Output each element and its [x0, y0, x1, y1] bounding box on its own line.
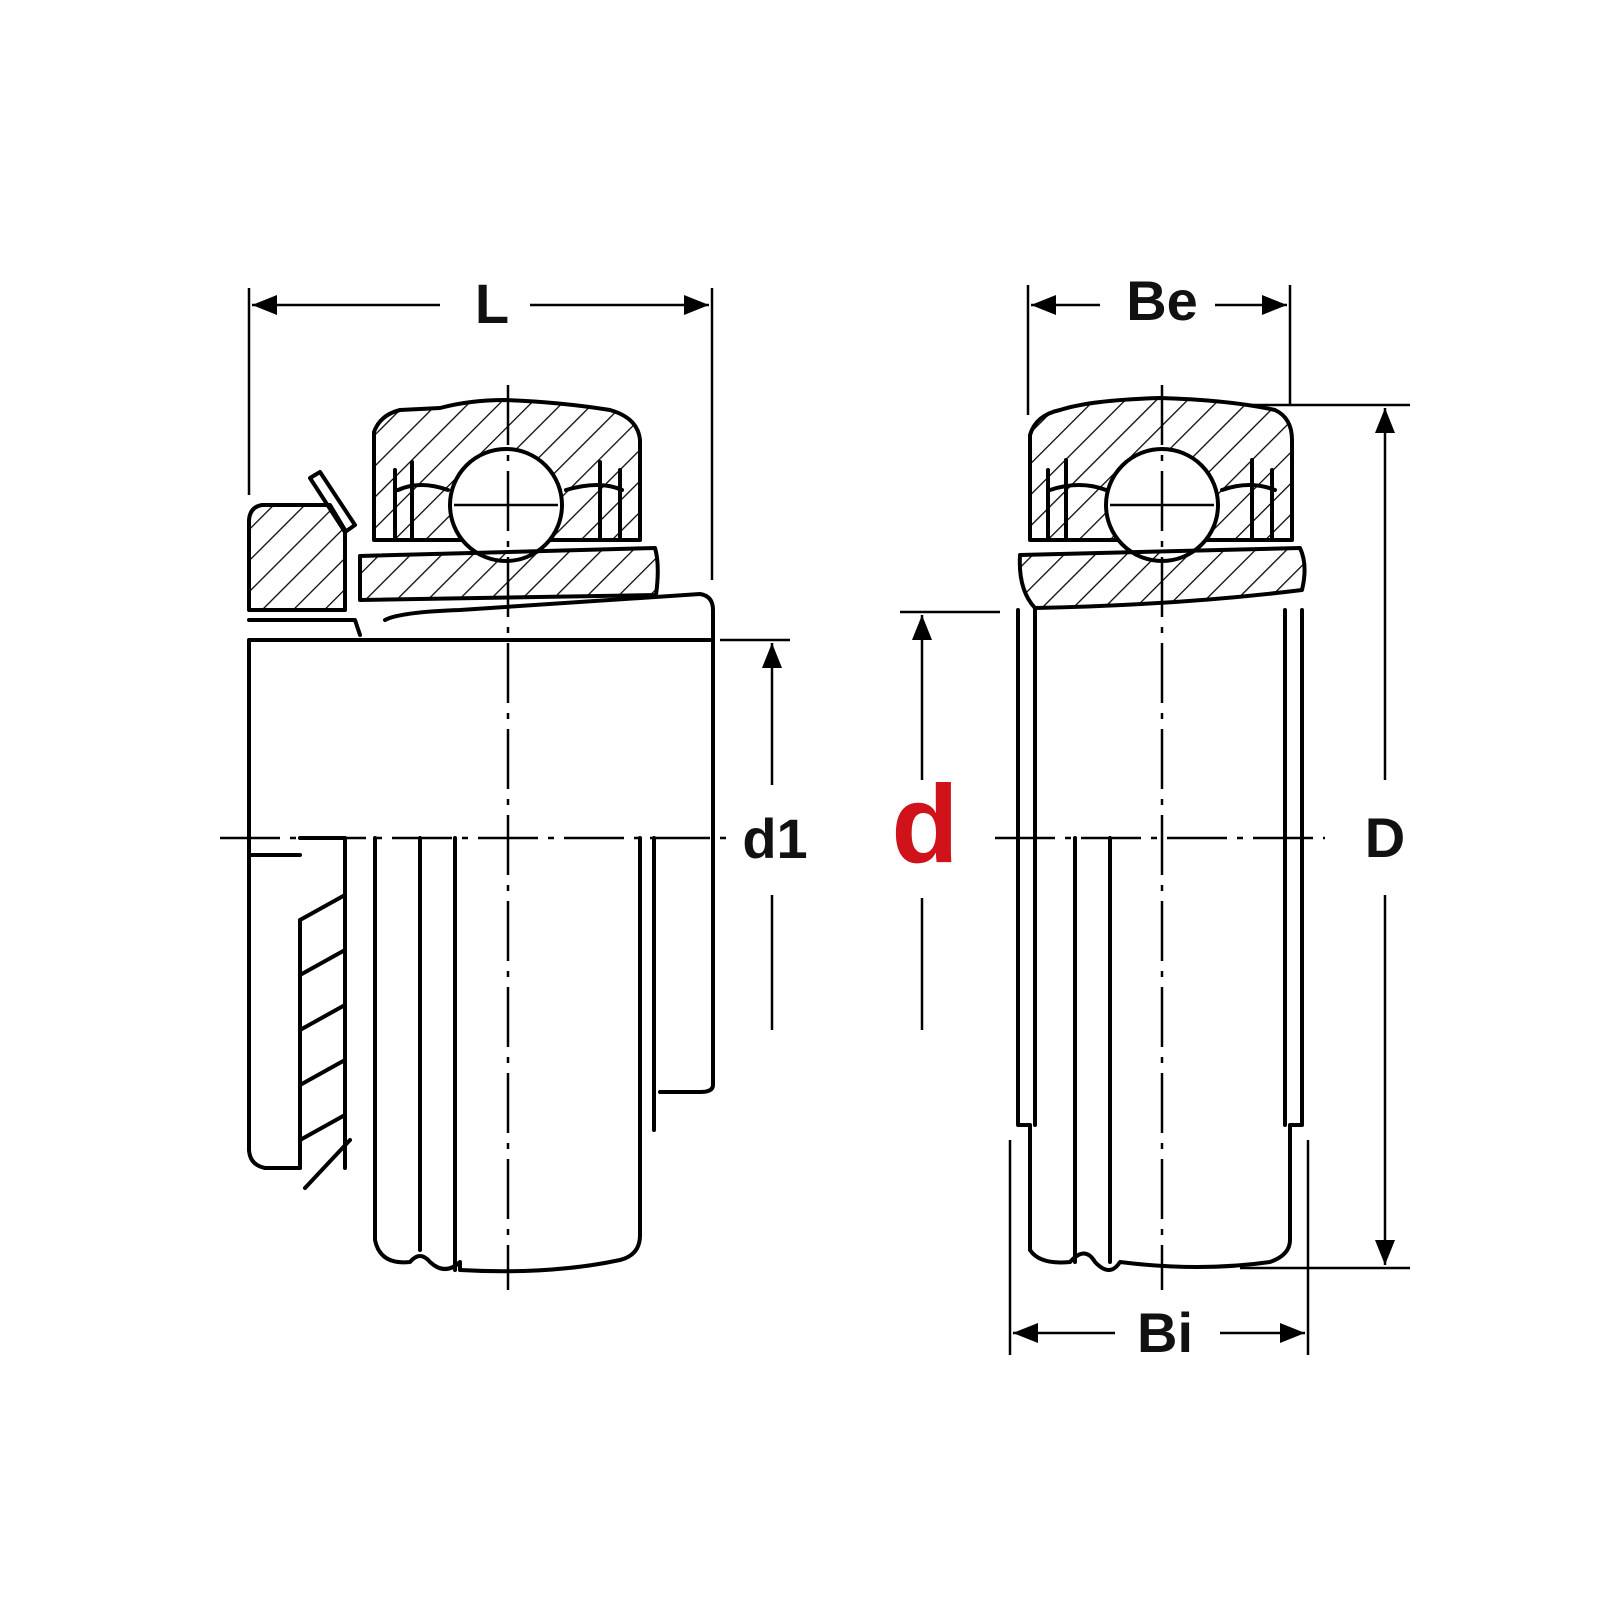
locking-collar: [247, 503, 347, 612]
label-Be: Be: [1126, 269, 1198, 332]
label-Bi: Bi: [1137, 1301, 1193, 1364]
label-d1: d1: [742, 807, 807, 870]
shaft-bore-left: [247, 638, 715, 1170]
dimension-d1: [720, 638, 790, 1030]
label-L: L: [475, 272, 509, 335]
label-D: D: [1365, 806, 1405, 869]
dimension-Be: [1026, 285, 1292, 415]
right-view-bearing: [900, 285, 1410, 1355]
dimension-Bi: [1008, 1140, 1310, 1355]
dimension-D: [1240, 403, 1410, 1270]
shaft-bore-right: [1016, 608, 1304, 1272]
dimension-d: [900, 610, 1000, 1030]
collar-threads: [298, 836, 352, 1190]
label-d: d: [891, 763, 958, 886]
dimension-L: [247, 288, 714, 580]
left-view-bearing-with-collar: [220, 288, 790, 1290]
set-screw: [308, 470, 357, 534]
